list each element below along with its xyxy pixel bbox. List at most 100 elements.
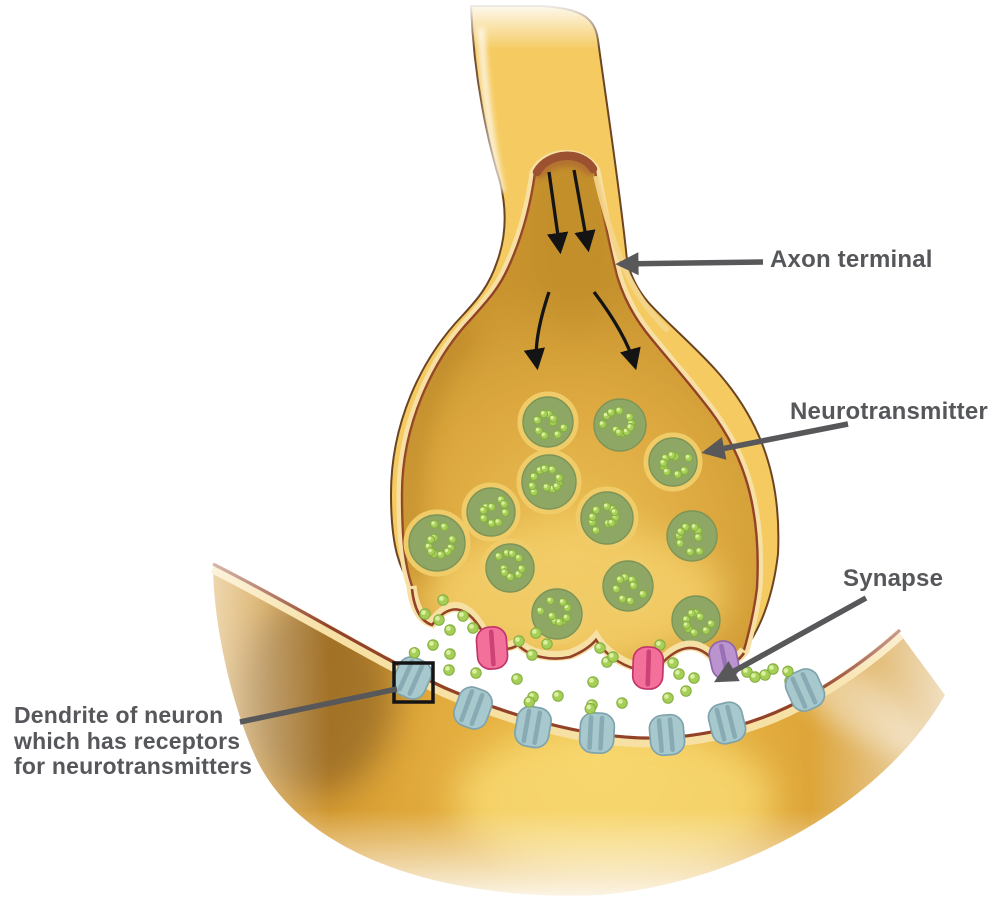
molecule-highlight bbox=[502, 509, 506, 514]
molecule-highlight bbox=[596, 644, 601, 649]
molecule-highlight bbox=[534, 417, 538, 421]
neurotransmitter-label: Neurotransmitter bbox=[790, 398, 988, 425]
molecule-highlight bbox=[428, 548, 432, 553]
molecule-highlight bbox=[611, 509, 616, 513]
molecule-highlight bbox=[703, 627, 707, 631]
molecule-highlight bbox=[783, 668, 789, 673]
molecule-highlight bbox=[421, 610, 426, 615]
dendrite-leader bbox=[239, 686, 398, 725]
molecule-highlight bbox=[488, 504, 493, 508]
transport-arrow bbox=[546, 171, 569, 255]
molecule-highlight bbox=[431, 521, 435, 525]
molecule-highlight bbox=[515, 571, 520, 575]
teal-receptor bbox=[578, 702, 616, 755]
molecule-highlight bbox=[550, 415, 554, 420]
molecule-highlight bbox=[683, 616, 687, 620]
molecule-highlight bbox=[608, 409, 612, 413]
molecule-highlight bbox=[604, 503, 608, 507]
molecule-highlight bbox=[586, 704, 592, 710]
inner-membrane-lining bbox=[593, 175, 670, 333]
molecule-highlight bbox=[439, 596, 444, 601]
molecule-highlight bbox=[668, 452, 673, 456]
dendrite-label-line2: which has receptors bbox=[14, 727, 241, 754]
molecule-highlight bbox=[682, 687, 687, 692]
top-fade bbox=[425, 0, 645, 50]
molecule-highlight bbox=[543, 484, 548, 488]
synaptic-vesicle bbox=[403, 509, 471, 577]
molecule-highlight bbox=[681, 467, 685, 472]
molecule-highlight bbox=[630, 582, 635, 587]
molecule-highlight bbox=[627, 424, 631, 428]
vesicles bbox=[403, 391, 721, 645]
dendrite-label-line1: Dendrite of neuron bbox=[14, 702, 224, 728]
molecule-highlight bbox=[627, 598, 631, 602]
molecule-highlight bbox=[660, 460, 664, 464]
molecule-highlight bbox=[528, 651, 533, 656]
molecule-highlight bbox=[593, 507, 597, 511]
molecule-highlight bbox=[603, 412, 608, 417]
molecule-highlight bbox=[429, 641, 434, 646]
molecule-highlight bbox=[761, 671, 766, 676]
teal-receptor bbox=[391, 647, 433, 700]
transport-arrow bbox=[523, 291, 551, 371]
synaptic-vesicle bbox=[516, 449, 582, 515]
molecule-highlight bbox=[688, 610, 693, 614]
teal-receptor bbox=[782, 665, 826, 712]
transport-arrow bbox=[592, 291, 641, 371]
synaptic-vesicle bbox=[517, 391, 579, 453]
molecule-highlight bbox=[593, 527, 597, 531]
molecule-highlight bbox=[504, 550, 508, 554]
molecule-highlight bbox=[682, 524, 687, 528]
molecule-highlight bbox=[669, 659, 674, 664]
molecule-highlight bbox=[537, 607, 542, 612]
molecule-highlight bbox=[513, 675, 518, 680]
synaptic-vesicle bbox=[671, 595, 721, 645]
molecule-highlight bbox=[480, 507, 484, 511]
molecule-highlight bbox=[626, 414, 631, 418]
molecule-highlight bbox=[488, 520, 493, 524]
molecule-highlight bbox=[446, 626, 451, 631]
molecule-highlight bbox=[553, 483, 558, 487]
synaptic-vesicle bbox=[461, 482, 521, 542]
dendrite bbox=[140, 540, 1000, 910]
molecule-highlight bbox=[549, 613, 553, 617]
teal-receptor bbox=[513, 696, 553, 749]
molecule-highlight bbox=[543, 640, 548, 645]
molecule-highlight bbox=[531, 473, 535, 478]
molecule-highlight bbox=[563, 614, 568, 619]
synaptic-vesicle bbox=[643, 432, 703, 492]
molecule-highlight bbox=[685, 454, 690, 459]
molecule-highlight bbox=[691, 629, 695, 634]
molecule-highlight bbox=[656, 641, 661, 646]
synaptic-vesicle bbox=[666, 510, 718, 562]
molecule-highlight bbox=[554, 431, 559, 436]
molecule-highlight bbox=[677, 540, 681, 544]
molecule-highlight bbox=[516, 555, 520, 559]
synapse-label: Synapse bbox=[843, 565, 944, 592]
molecule-highlight bbox=[509, 550, 513, 555]
molecule-highlight bbox=[609, 653, 614, 658]
dendrite-label-line3: for neurotransmitters bbox=[14, 753, 253, 779]
axon-cut-edge bbox=[532, 151, 598, 177]
molecule-highlight bbox=[459, 612, 464, 617]
molecule-highlight bbox=[623, 428, 628, 433]
molecule-highlight bbox=[435, 616, 440, 621]
molecule-highlight bbox=[683, 622, 688, 626]
molecule-highlight bbox=[469, 624, 474, 629]
axon-terminal-leader bbox=[615, 252, 764, 276]
molecule-highlight bbox=[446, 650, 451, 655]
molecule-highlight bbox=[664, 694, 669, 699]
molecule-highlight bbox=[556, 474, 560, 479]
molecule-highlight bbox=[554, 692, 559, 697]
synapse-leader bbox=[713, 595, 868, 683]
synaptic-vesicle bbox=[526, 583, 588, 645]
molecule-highlight bbox=[687, 548, 691, 553]
axon-terminal-label: Axon terminal bbox=[770, 246, 933, 273]
molecule-highlight bbox=[540, 411, 545, 415]
molecule-highlight bbox=[541, 432, 545, 436]
molecule-highlight bbox=[529, 483, 533, 487]
molecule-highlight bbox=[599, 421, 604, 425]
molecule-highlight bbox=[629, 577, 633, 581]
molecule-highlight bbox=[675, 670, 680, 675]
molecule-highlight bbox=[691, 524, 696, 528]
